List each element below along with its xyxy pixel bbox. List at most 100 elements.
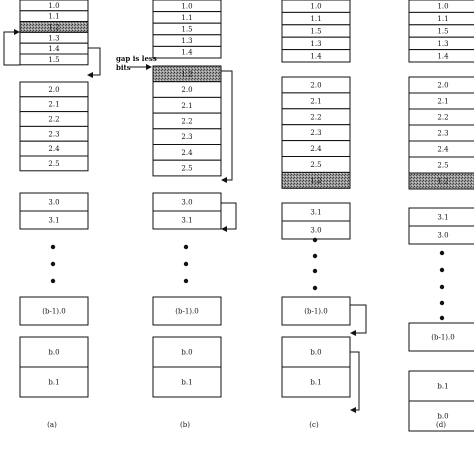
block-group: 3.0 3.1 [152, 192, 222, 230]
block-group: 2.02.12.22.32.42.51.2 [408, 76, 474, 190]
block-label: b.0 [48, 349, 59, 357]
block-label: 1.5 [310, 28, 321, 36]
ellipsis-dot [183, 261, 189, 267]
block-label: 1.1 [48, 13, 59, 21]
block-label: 1.0 [310, 3, 321, 11]
block-cell [19, 366, 89, 398]
block-group: (b-1).0 [408, 322, 474, 352]
block-cell [281, 296, 351, 326]
block-cell [19, 296, 89, 326]
column-d: 1.01.11.51.31.42.02.12.22.32.42.51.23.13… [408, 0, 474, 432]
block-label: 1.3 [181, 37, 192, 45]
block-group: b.0 b.1 [281, 336, 351, 398]
block-group: 3.03.1 [19, 192, 89, 230]
block-group: 2.02.12.22.32.42.5 [19, 81, 89, 172]
block-label: 2.1 [48, 101, 59, 109]
block-cell [152, 336, 222, 368]
block-label: b.1 [310, 379, 321, 387]
block-label: 2.5 [437, 162, 448, 170]
block-cell [19, 53, 89, 66]
block-label: 2.3 [181, 133, 192, 141]
block-cell [408, 370, 474, 402]
gap-annotation-line2: bits [116, 63, 131, 72]
block-label: b.1 [181, 379, 192, 387]
ellipsis-dot [183, 278, 189, 284]
block-label: 1.1 [181, 14, 192, 22]
block-label: 1.4 [437, 52, 449, 60]
ellipsis-dot [312, 268, 318, 274]
block-cell [152, 210, 222, 230]
block-label: 1.4 [48, 45, 60, 53]
block-label: 1.4 [310, 52, 322, 60]
block-cell [408, 49, 474, 63]
block-group: 3.13.0 [408, 207, 474, 245]
block-cell [408, 400, 474, 432]
bracket-c1 [350, 304, 367, 336]
block-group: b.0 b.1 [19, 336, 89, 398]
arrows-layer [3, 29, 367, 413]
column-a: 1.01.11.21.31.41.52.02.12.22.32.42.53.03… [19, 0, 89, 429]
block-label: 3.1 [181, 217, 192, 225]
block-label: 2.1 [437, 98, 448, 106]
block-label: 2.4 [437, 146, 449, 154]
moved-block-cell [281, 171, 351, 189]
ellipsis-dot [439, 284, 445, 290]
block-label: 2.2 [181, 117, 192, 125]
column-caption: (c) [309, 421, 319, 429]
block-label: 1.2 [48, 24, 59, 32]
block-label: 2.2 [437, 114, 448, 122]
block-cell [408, 225, 474, 245]
moved-block-cell [408, 172, 474, 190]
block-label: 1.0 [437, 3, 448, 11]
move-arrow-b [221, 70, 233, 183]
block-label: 2.2 [310, 113, 321, 121]
block-label: 2.4 [48, 145, 60, 153]
block-label: 2.1 [310, 97, 321, 105]
block-label: (b-1).0 [304, 308, 327, 316]
block-label: 1.5 [48, 56, 59, 64]
block-label: 2.5 [48, 160, 59, 168]
block-label: 2.1 [181, 102, 192, 110]
block-label: 3.0 [181, 199, 192, 207]
block-label: 3.0 [310, 227, 321, 235]
block-label: 2.0 [310, 81, 321, 89]
ellipsis-dot [312, 253, 318, 259]
ellipsis-dot [439, 250, 445, 256]
block-group: (b-1).0 [281, 296, 351, 326]
column-caption: (a) [47, 421, 57, 429]
block-group: 1.01.11.21.31.41.5 [19, 0, 89, 66]
block-label: b.1 [437, 383, 448, 391]
gap-annotation-line1: gap is less [116, 54, 157, 63]
block-label: 1.2 [437, 178, 448, 186]
block-label: b.0 [437, 413, 448, 421]
block-label: 1.4 [181, 49, 193, 57]
block-label: 3.1 [310, 209, 321, 217]
block-cell [281, 336, 351, 368]
swap-arrow-b [221, 202, 237, 232]
block-group: (b-1).0 [19, 296, 89, 326]
block-label: 1.1 [310, 15, 321, 23]
block-label: 3.1 [48, 217, 59, 225]
block-label: 1.1 [437, 15, 448, 23]
block-label: 2.0 [181, 86, 192, 94]
block-label: 3.1 [437, 214, 448, 222]
block-label: 1.3 [310, 40, 321, 48]
block-cell [152, 159, 222, 177]
block-group: 1.01.11.51.31.4 [152, 0, 222, 59]
block-label: b.1 [48, 379, 59, 387]
block-group: b.0 b.1 [152, 336, 222, 398]
block-label: 2.4 [310, 145, 322, 153]
block-label: 2.3 [310, 129, 321, 137]
column-c: 1.01.11.51.31.42.02.12.22.32.42.51.23.13… [281, 0, 351, 429]
block-cell [152, 296, 222, 326]
ellipsis-dot [439, 300, 445, 306]
column-caption: (b) [180, 421, 190, 429]
block-group: 1.01.11.51.31.4 [408, 0, 474, 63]
ellipsis-dot [312, 237, 318, 243]
block-label: b.0 [310, 349, 321, 357]
block-label: b.0 [181, 349, 192, 357]
block-label: 1.3 [437, 40, 448, 48]
block-label: 1.0 [181, 2, 192, 10]
block-label: 2.3 [437, 130, 448, 138]
